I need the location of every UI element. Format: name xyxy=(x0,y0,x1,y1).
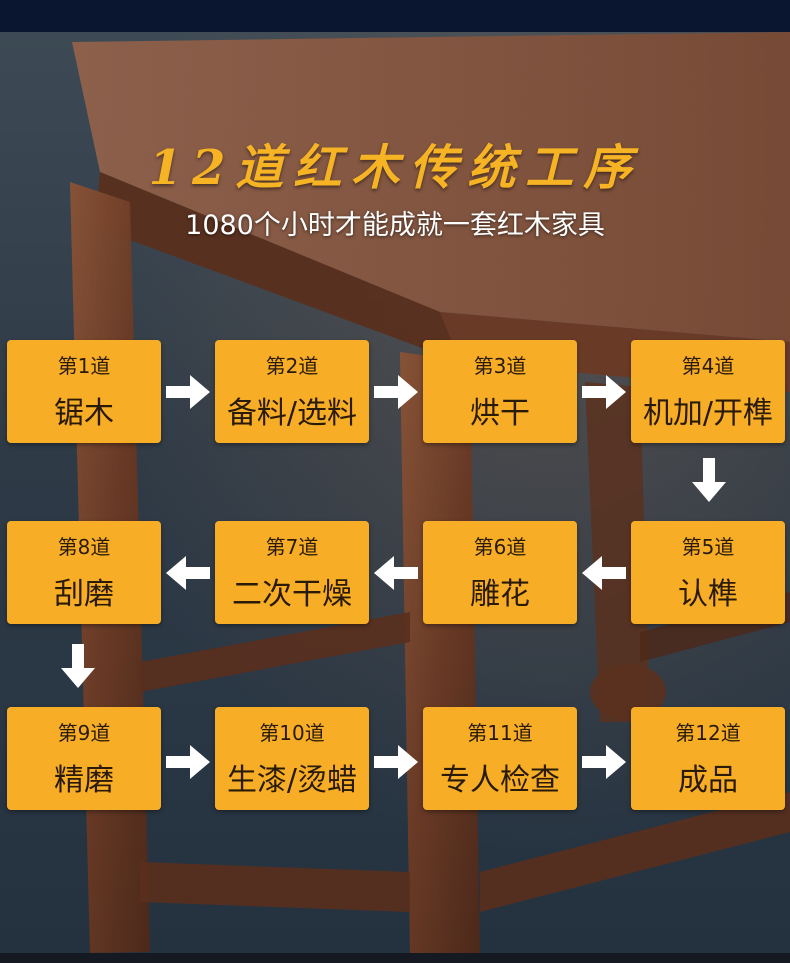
arrow-left-icon xyxy=(374,556,418,590)
step-name: 烘干 xyxy=(470,396,530,431)
step-card-3: 第3道 烘干 xyxy=(423,340,577,443)
arrow-left-icon xyxy=(582,556,626,590)
step-name: 生漆/烫蜡 xyxy=(226,763,358,798)
step-number: 第12道 xyxy=(675,721,741,745)
step-number: 第1道 xyxy=(57,354,111,378)
step-card-4: 第4道 机加/开榫 xyxy=(631,340,785,443)
step-name: 认榫 xyxy=(678,577,738,612)
rosewood-stool-illustration xyxy=(70,32,790,953)
arrow-right-icon xyxy=(374,745,418,779)
arrow-down-icon xyxy=(692,458,726,502)
bottom-bar xyxy=(0,953,790,963)
step-number: 第5道 xyxy=(681,535,735,559)
arrow-right-icon xyxy=(582,745,626,779)
step-card-8: 第8道 刮磨 xyxy=(7,521,161,624)
step-name: 精磨 xyxy=(54,763,114,798)
step-card-6: 第6道 雕花 xyxy=(423,521,577,624)
step-card-7: 第7道 二次干燥 xyxy=(215,521,369,624)
page-title: 12道红木传统工序 xyxy=(148,140,642,196)
arrow-right-icon xyxy=(166,745,210,779)
top-bar xyxy=(0,0,790,32)
step-name: 备料/选料 xyxy=(226,396,358,431)
step-number: 第11道 xyxy=(467,721,533,745)
step-name: 机加/开榫 xyxy=(642,396,774,431)
step-number: 第9道 xyxy=(57,721,111,745)
step-number: 第2道 xyxy=(265,354,319,378)
step-number: 第3道 xyxy=(473,354,527,378)
step-number: 第4道 xyxy=(681,354,735,378)
arrow-right-icon xyxy=(374,375,418,409)
step-name: 成品 xyxy=(678,763,738,798)
step-number: 第6道 xyxy=(473,535,527,559)
step-card-9: 第9道 精磨 xyxy=(7,707,161,810)
arrow-left-icon xyxy=(166,556,210,590)
step-card-10: 第10道 生漆/烫蜡 xyxy=(215,707,369,810)
arrow-down-icon xyxy=(61,644,95,688)
step-name: 专人检查 xyxy=(440,763,560,798)
arrow-right-icon xyxy=(582,375,626,409)
step-number: 第10道 xyxy=(259,721,325,745)
step-card-1: 第1道 锯木 xyxy=(7,340,161,443)
step-name: 刮磨 xyxy=(54,577,114,612)
step-number: 第8道 xyxy=(57,535,111,559)
step-card-2: 第2道 备料/选料 xyxy=(215,340,369,443)
step-name: 锯木 xyxy=(54,396,114,431)
step-number: 第7道 xyxy=(265,535,319,559)
page-subtitle: 1080个小时才能成就一套红木家具 xyxy=(185,210,605,241)
arrow-right-icon xyxy=(166,375,210,409)
step-name: 雕花 xyxy=(470,577,530,612)
step-card-12: 第12道 成品 xyxy=(631,707,785,810)
step-name: 二次干燥 xyxy=(232,577,352,612)
step-card-11: 第11道 专人检查 xyxy=(423,707,577,810)
step-card-5: 第5道 认榫 xyxy=(631,521,785,624)
